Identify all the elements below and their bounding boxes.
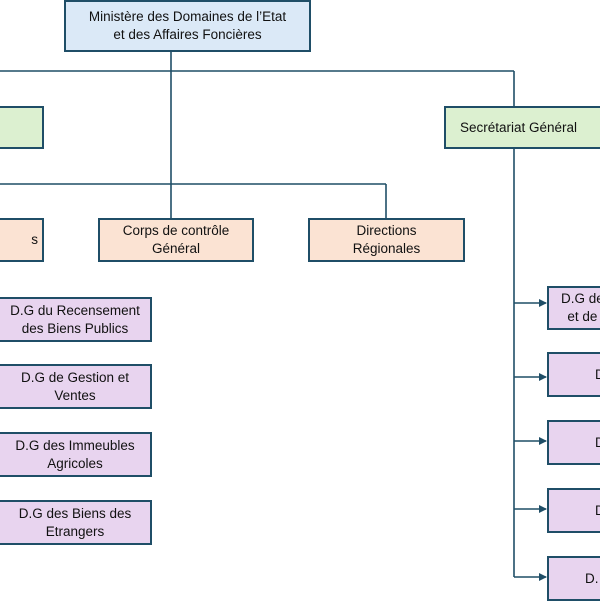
right-dg-3-label: D (595, 434, 600, 450)
right-dg-3-box: D (547, 420, 600, 465)
corps-controle-label: Corps de contrôle Général (122, 223, 230, 256)
dg-recensement-label: D.G du Recensement des Biens Publics (10, 302, 140, 336)
directions-regionales-label: Directions Régionales (352, 223, 421, 256)
dg-gestion-ventes-label: D.G de Gestion et Ventes (20, 369, 130, 403)
dg-biens-etrangers-label: D.G des Biens des Etrangers (18, 505, 132, 539)
dg-biens-etrangers-box: D.G des Biens des Etrangers (0, 500, 152, 545)
ministry-box: Ministère des Domaines de l’Etat et des … (64, 0, 311, 52)
right-dg-5-box: D. (547, 556, 600, 601)
directions-regionales-box: Directions Régionales (308, 218, 465, 262)
dg-recensement-box: D.G du Recensement des Biens Publics (0, 297, 152, 342)
right-dg-4-box: D (547, 488, 600, 533)
dg-immeubles-agricoles-box: D.G des Immeubles Agricoles (0, 432, 152, 477)
corps-controle-box: Corps de contrôle Général (98, 218, 254, 262)
right-dg-5-label: D. (585, 570, 599, 586)
ministry-label: Ministère des Domaines de l’Etat et des … (88, 9, 287, 42)
right-dg-4-label: D (595, 502, 600, 518)
cabinet-box (0, 106, 44, 149)
secretariat-general-label: Secrétariat Général (460, 119, 578, 135)
right-dg-2-label: D (595, 366, 600, 382)
left-partial-box: s (0, 218, 44, 262)
secretariat-general-box: Secrétariat Général (444, 106, 600, 149)
right-dg-1-box: D.G de et de (547, 286, 600, 330)
dg-gestion-ventes-box: D.G de Gestion et Ventes (0, 364, 152, 409)
left-partial-label: s (31, 232, 38, 247)
dg-immeubles-agricoles-label: D.G des Immeubles Agricoles (15, 437, 135, 471)
right-dg-1-label: D.G de et de (561, 291, 600, 324)
right-dg-2-box: D (547, 352, 600, 397)
